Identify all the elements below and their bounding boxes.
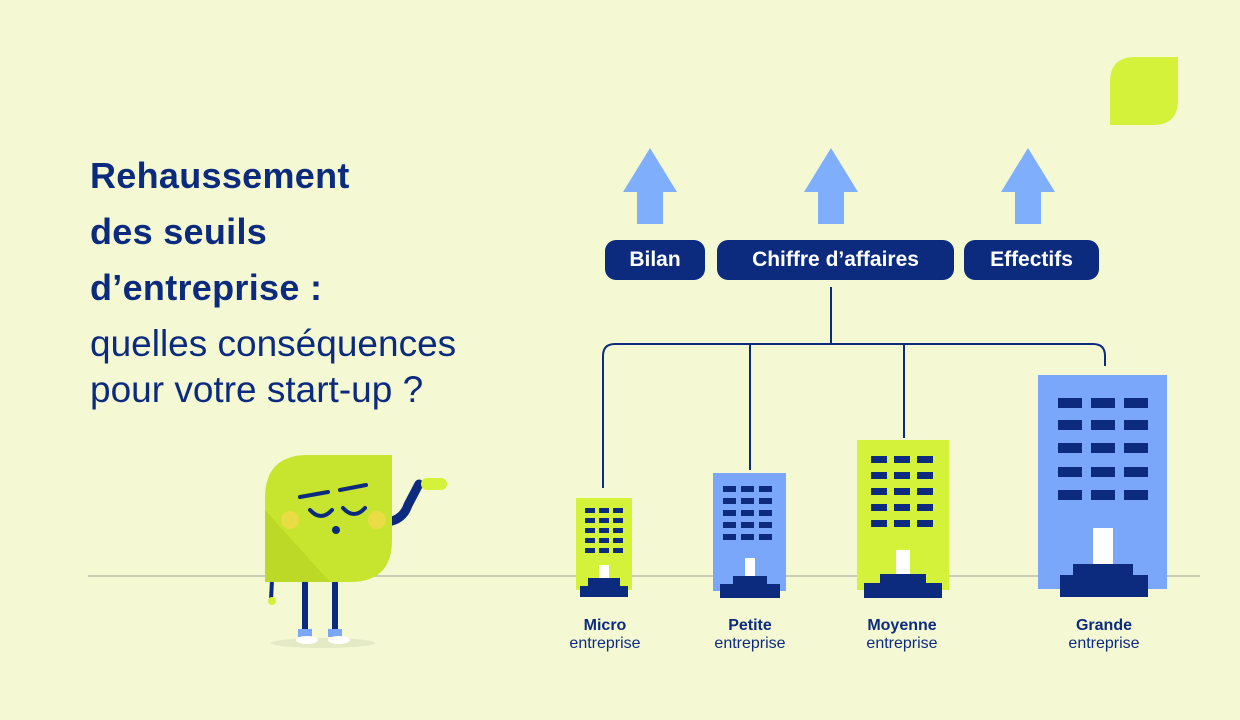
pill-chiffre-affaires: Chiffre d’affaires (717, 240, 954, 280)
caption-grande-name: Grande (1075, 617, 1132, 634)
caption-petite: Petite entreprise (680, 617, 820, 652)
page-title: Rehaussement des seuils d’entreprise : q… (90, 148, 456, 412)
title-line-2: des seuils (90, 210, 268, 252)
arrow-up-icon-effectifs (1001, 148, 1055, 224)
connector-lines (602, 287, 1106, 488)
caption-grande-sub: entreprise (1068, 635, 1140, 652)
title-line-1: Rehaussement (90, 155, 350, 196)
building-micro (576, 498, 632, 597)
caption-moyenne-sub: entreprise (866, 635, 938, 652)
arrow-up-icon-ca (804, 148, 858, 224)
building-moyenne (857, 440, 949, 598)
pill-bilan: Bilan (605, 240, 705, 280)
subtitle-line-1: quelles conséquences (90, 323, 457, 365)
caption-moyenne: Moyenne entreprise (832, 617, 972, 652)
pill-effectifs: Effectifs (964, 240, 1099, 280)
caption-grande: Grande entreprise (1034, 617, 1174, 652)
building-grande (1038, 375, 1167, 597)
caption-micro-sub: entreprise (569, 635, 641, 652)
title-line-3: d’entreprise : (90, 266, 323, 308)
caption-micro: Micro entreprise (535, 617, 675, 652)
caption-petite-sub: entreprise (714, 635, 786, 652)
caption-micro-name: Micro (583, 617, 627, 634)
arrow-up-icon-bilan (623, 148, 677, 224)
leaf-mascot (265, 455, 447, 648)
subtitle-line-2: pour votre start-up ? (90, 368, 424, 410)
arrows (623, 148, 1055, 224)
caption-moyenne-name: Moyenne (867, 617, 937, 634)
building-petite (713, 473, 786, 598)
leaf-logo-icon (1110, 57, 1178, 125)
caption-petite-name: Petite (728, 617, 772, 634)
